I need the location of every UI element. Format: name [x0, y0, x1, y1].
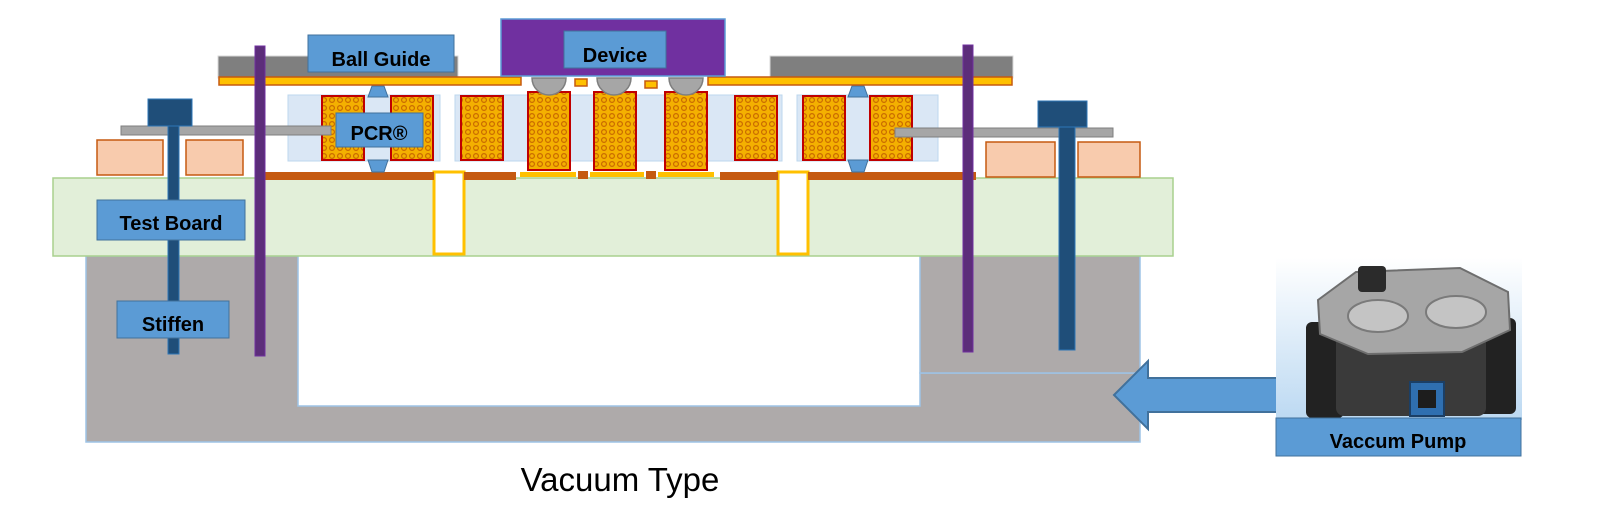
svg-text:Device: Device [583, 45, 648, 67]
svg-text:Test Board: Test Board [120, 213, 223, 235]
diagram-caption: Vacuum Type [521, 461, 720, 498]
alignment-pins [367, 85, 869, 173]
device-label: Device [563, 30, 667, 69]
pcr-label: PCR® [335, 112, 424, 148]
svg-text:Vaccum Pump: Vaccum Pump [1330, 431, 1467, 453]
test-board [52, 177, 1174, 257]
stiffen-label: Stiffen [116, 300, 230, 339]
solder-balls [531, 77, 704, 96]
flow-arrow-icon [1112, 358, 1299, 432]
board-copper-pads [264, 171, 976, 180]
svg-text:Stiffen: Stiffen [142, 314, 204, 336]
svg-text:PCR®: PCR® [351, 123, 408, 145]
svg-text:Ball Guide: Ball Guide [332, 49, 431, 71]
side-pads [96, 139, 1141, 178]
test-board-label: Test Board [96, 199, 246, 241]
ball-guide-label: Ball Guide [307, 34, 455, 73]
purple-rods [254, 44, 974, 357]
via-right [776, 170, 810, 256]
guide-strips [218, 76, 1013, 89]
horizontal-rods [120, 125, 1114, 138]
vacuum-pump-image [1276, 258, 1522, 420]
board-gold-pads [520, 172, 714, 177]
base-right-block [919, 255, 1141, 374]
via-left [432, 170, 466, 256]
vacuum-pump-label: Vaccum Pump [1275, 417, 1522, 457]
ball-guide-cover-right [769, 55, 1014, 79]
